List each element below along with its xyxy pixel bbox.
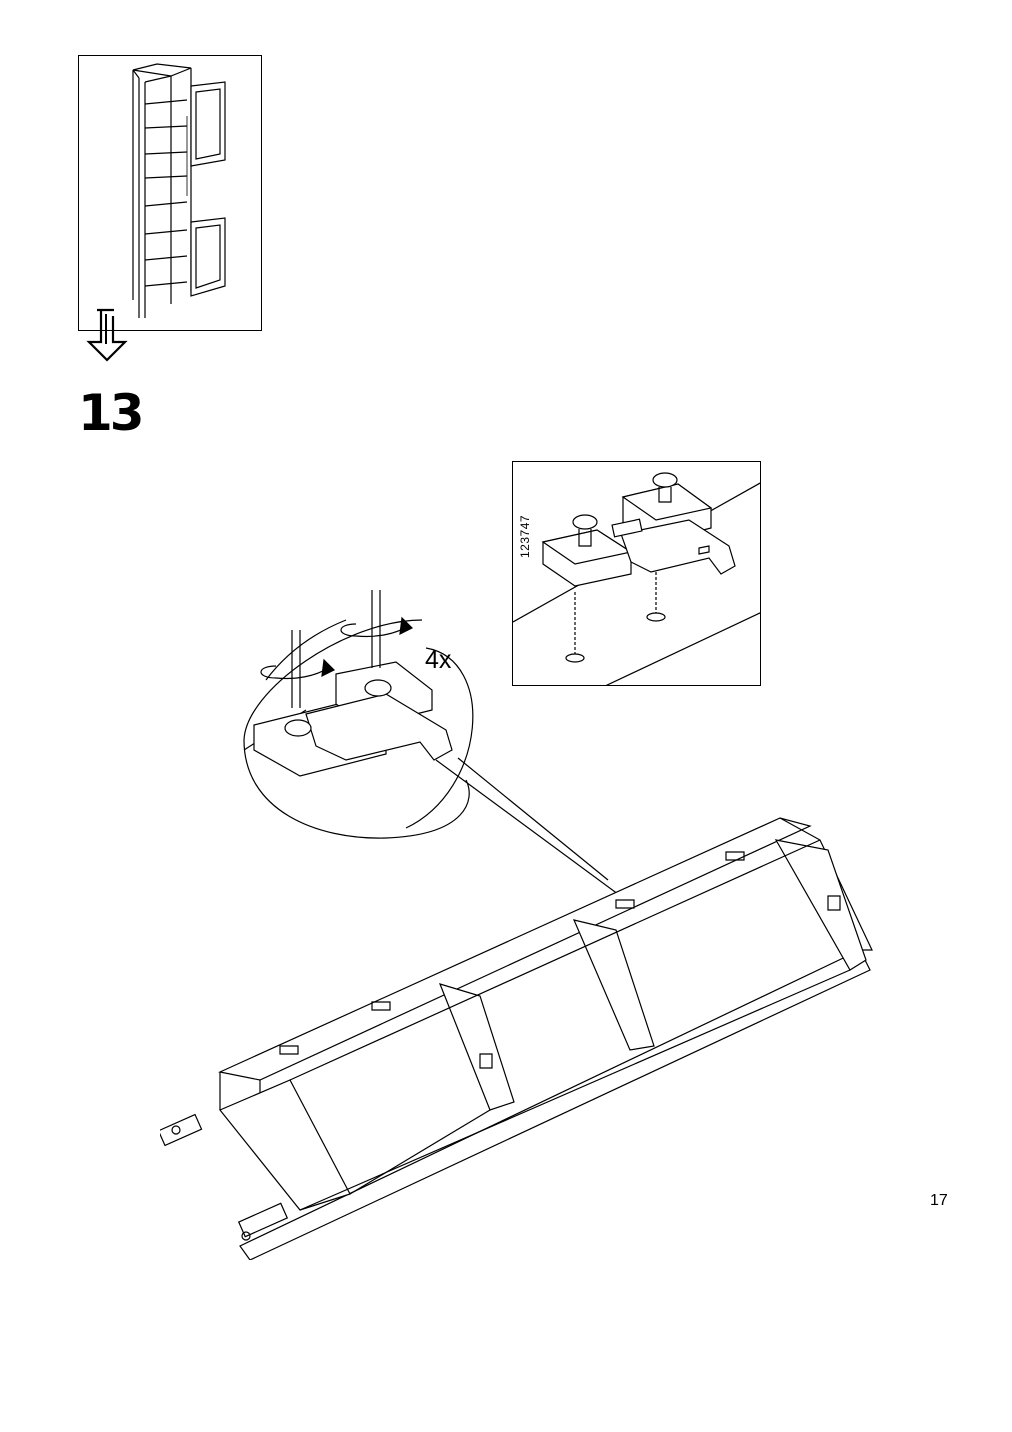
cabinet-frame-illustration	[160, 810, 900, 1260]
quantity-label: 4x	[425, 646, 452, 674]
corner-cabinet-illustration	[79, 56, 263, 332]
connector-fitting-illustration	[513, 462, 761, 686]
step-number: 13	[78, 384, 145, 442]
fitting-detail-inset	[512, 461, 761, 686]
page-number: 17	[930, 1192, 948, 1209]
continue-arrow-icon	[84, 308, 130, 364]
screwdriver-callout	[236, 580, 636, 900]
tighten-screws-illustration	[236, 580, 636, 900]
reference-thumbnail	[78, 55, 262, 331]
part-number: 123747	[518, 514, 532, 558]
